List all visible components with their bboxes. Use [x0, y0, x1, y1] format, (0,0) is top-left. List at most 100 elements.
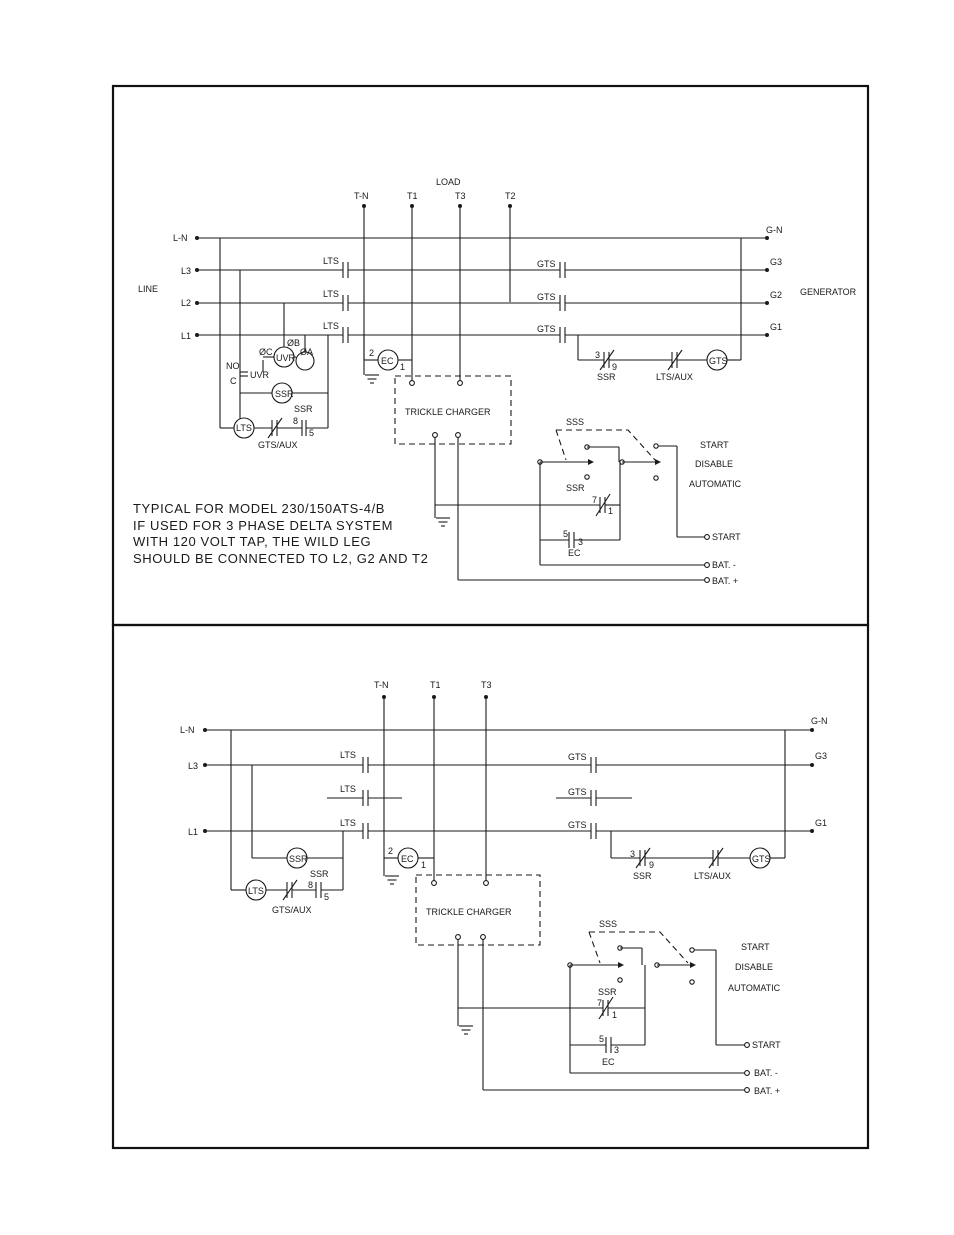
b-gts-contact-g1-label: GTS	[568, 820, 587, 830]
terminal-t3-label: T3	[455, 191, 466, 201]
b-ssr-start-1-label: 1	[612, 1010, 617, 1020]
b-gen-g1-label: G1	[815, 818, 827, 828]
b-ec-1-label: 1	[421, 860, 426, 870]
ec-2-label: 2	[369, 348, 374, 358]
ssr-gts-9-label: 9	[612, 362, 617, 372]
gts-contact-g3-label: GTS	[537, 259, 556, 269]
line-label: LINE	[138, 284, 158, 294]
b-gts-aux-label: GTS/AUX	[272, 905, 312, 915]
b-line-ln-label: L-N	[180, 725, 195, 735]
bottom-diagram: T-N T1 T3 L-N L3 L1 G-N G3 G1 LTS LTS LT…	[180, 680, 828, 1096]
ssr-contact-5-label: 5	[309, 428, 314, 438]
ec-start-label: EC	[568, 548, 581, 558]
ssr-gts-3-label: 3	[595, 350, 600, 360]
gts-aux-label: GTS/AUX	[258, 440, 298, 450]
b-gts-contact-spare-label: GTS	[568, 787, 587, 797]
gen-g3-label: G3	[770, 257, 782, 267]
start-terminal-label: START	[712, 532, 741, 542]
lts-aux-label: LTS/AUX	[656, 372, 693, 382]
lts-contact-l1-label: LTS	[323, 321, 339, 331]
ssr-contact-label: SSR	[294, 404, 313, 414]
b-ssr-gts-9-label: 9	[649, 860, 654, 870]
b-ssr-contact-5-label: 5	[324, 892, 329, 902]
trickle-charger-label: TRICKLE CHARGER	[405, 407, 491, 417]
note-line-2: IF USED FOR 3 PHASE DELTA SYSTEM	[133, 518, 393, 533]
lts-contact-l2-label: LTS	[323, 289, 339, 299]
phase-c-label: ØC	[259, 347, 273, 357]
b-lts-coil-label: LTS	[248, 886, 264, 896]
b-gen-gn-label: G-N	[811, 716, 828, 726]
b-terminal-t3-label: T3	[481, 680, 492, 690]
ssr-coil-label: SSR	[275, 389, 294, 399]
start-mode-label: START	[700, 440, 729, 450]
line-l2-label: L2	[181, 298, 191, 308]
b-ssr-contact-label: SSR	[310, 869, 329, 879]
b-ssr-start-label: SSR	[598, 987, 617, 997]
b-sss-label: SSS	[599, 919, 617, 929]
b-lts-contact-spare-label: LTS	[340, 784, 356, 794]
ec-start-5-label: 5	[563, 529, 568, 539]
no-contact-label: NO	[226, 361, 240, 371]
bat-neg-terminal-label: BAT. -	[712, 560, 736, 570]
b-lts-contact-l1-label: LTS	[340, 818, 356, 828]
b-terminal-t1-label: T1	[430, 680, 441, 690]
sss-label: SSS	[566, 417, 584, 427]
note-line-3: WITH 120 VOLT TAP, THE WILD LEG	[133, 534, 371, 549]
uvr-coil-label: UVR	[276, 353, 296, 363]
b-gen-g3-label: G3	[815, 751, 827, 761]
terminal-t2-label: T2	[505, 191, 516, 201]
gen-g2-label: G2	[770, 290, 782, 300]
b-disable-mode-label: DISABLE	[735, 962, 773, 972]
ec-start-3-label: 3	[578, 537, 583, 547]
b-bat-pos-terminal-label: BAT. +	[754, 1086, 780, 1096]
b-ssr-start-7-label: 7	[597, 998, 602, 1008]
gts-coil-label: GTS	[709, 356, 728, 366]
phase-a-label: ØA	[300, 347, 313, 357]
trickle-charger-box	[394, 375, 512, 445]
b-ec-2-label: 2	[388, 846, 393, 856]
b-line-l3-label: L3	[188, 761, 198, 771]
gen-gn-label: G-N	[766, 225, 783, 235]
uvr-contact-label: UVR	[250, 370, 270, 380]
lts-contact-l3-label: LTS	[323, 256, 339, 266]
terminal-t1-label: T1	[407, 191, 418, 201]
note-line-4: SHOULD BE CONNECTED TO L2, G2 AND T2	[133, 551, 428, 566]
ec-1-label: 1	[400, 362, 405, 372]
line-l1-label: L1	[181, 331, 191, 341]
b-ec-start-3-label: 3	[614, 1045, 619, 1055]
ssr-contact-8-label: 8	[293, 416, 298, 426]
b-ec-coil-label: EC	[401, 854, 414, 864]
top-diagram: LOAD T-N T1 T3 T2 LINE GENERATOR L-N L3 …	[133, 177, 857, 586]
ssr-start-1-label: 1	[608, 506, 613, 516]
b-ec-start-label: EC	[602, 1057, 615, 1067]
b-ssr-contact-8-label: 8	[308, 880, 313, 890]
line-l3-label: L3	[181, 266, 191, 276]
note-line-1: TYPICAL FOR MODEL 230/150ATS-4/B	[133, 501, 385, 516]
automatic-mode-label: AUTOMATIC	[689, 479, 742, 489]
b-terminal-tn-label: T-N	[374, 680, 389, 690]
b-trickle-charger-label: TRICKLE CHARGER	[426, 907, 512, 917]
gts-contact-g2-label: GTS	[537, 292, 556, 302]
b-ssr-gts-label: SSR	[633, 871, 652, 881]
b-lts-contact-l3-label: LTS	[340, 750, 356, 760]
disable-mode-label: DISABLE	[695, 459, 733, 469]
ec-coil-label: EC	[381, 356, 394, 366]
b-trickle-charger-box	[415, 874, 541, 946]
ssr-gts-label: SSR	[597, 372, 616, 382]
b-ssr-coil-label: SSR	[289, 854, 308, 864]
b-line-l1-label: L1	[188, 827, 198, 837]
terminal-tn-label: T-N	[354, 191, 369, 201]
load-label: LOAD	[436, 177, 461, 187]
b-gts-coil-label: GTS	[752, 854, 771, 864]
gen-g1-label: G1	[770, 322, 782, 332]
lts-coil-label: LTS	[236, 423, 252, 433]
b-lts-aux-label: LTS/AUX	[694, 871, 731, 881]
generator-label: GENERATOR	[800, 287, 857, 297]
ssr-start-7-label: 7	[592, 495, 597, 505]
bat-pos-terminal-label: BAT. +	[712, 576, 738, 586]
ssr-start-label: SSR	[566, 483, 585, 493]
b-bat-neg-terminal-label: BAT. -	[754, 1068, 778, 1078]
c-contact-label: C	[230, 376, 237, 386]
b-start-mode-label: START	[741, 942, 770, 952]
line-ln-label: L-N	[173, 233, 188, 243]
